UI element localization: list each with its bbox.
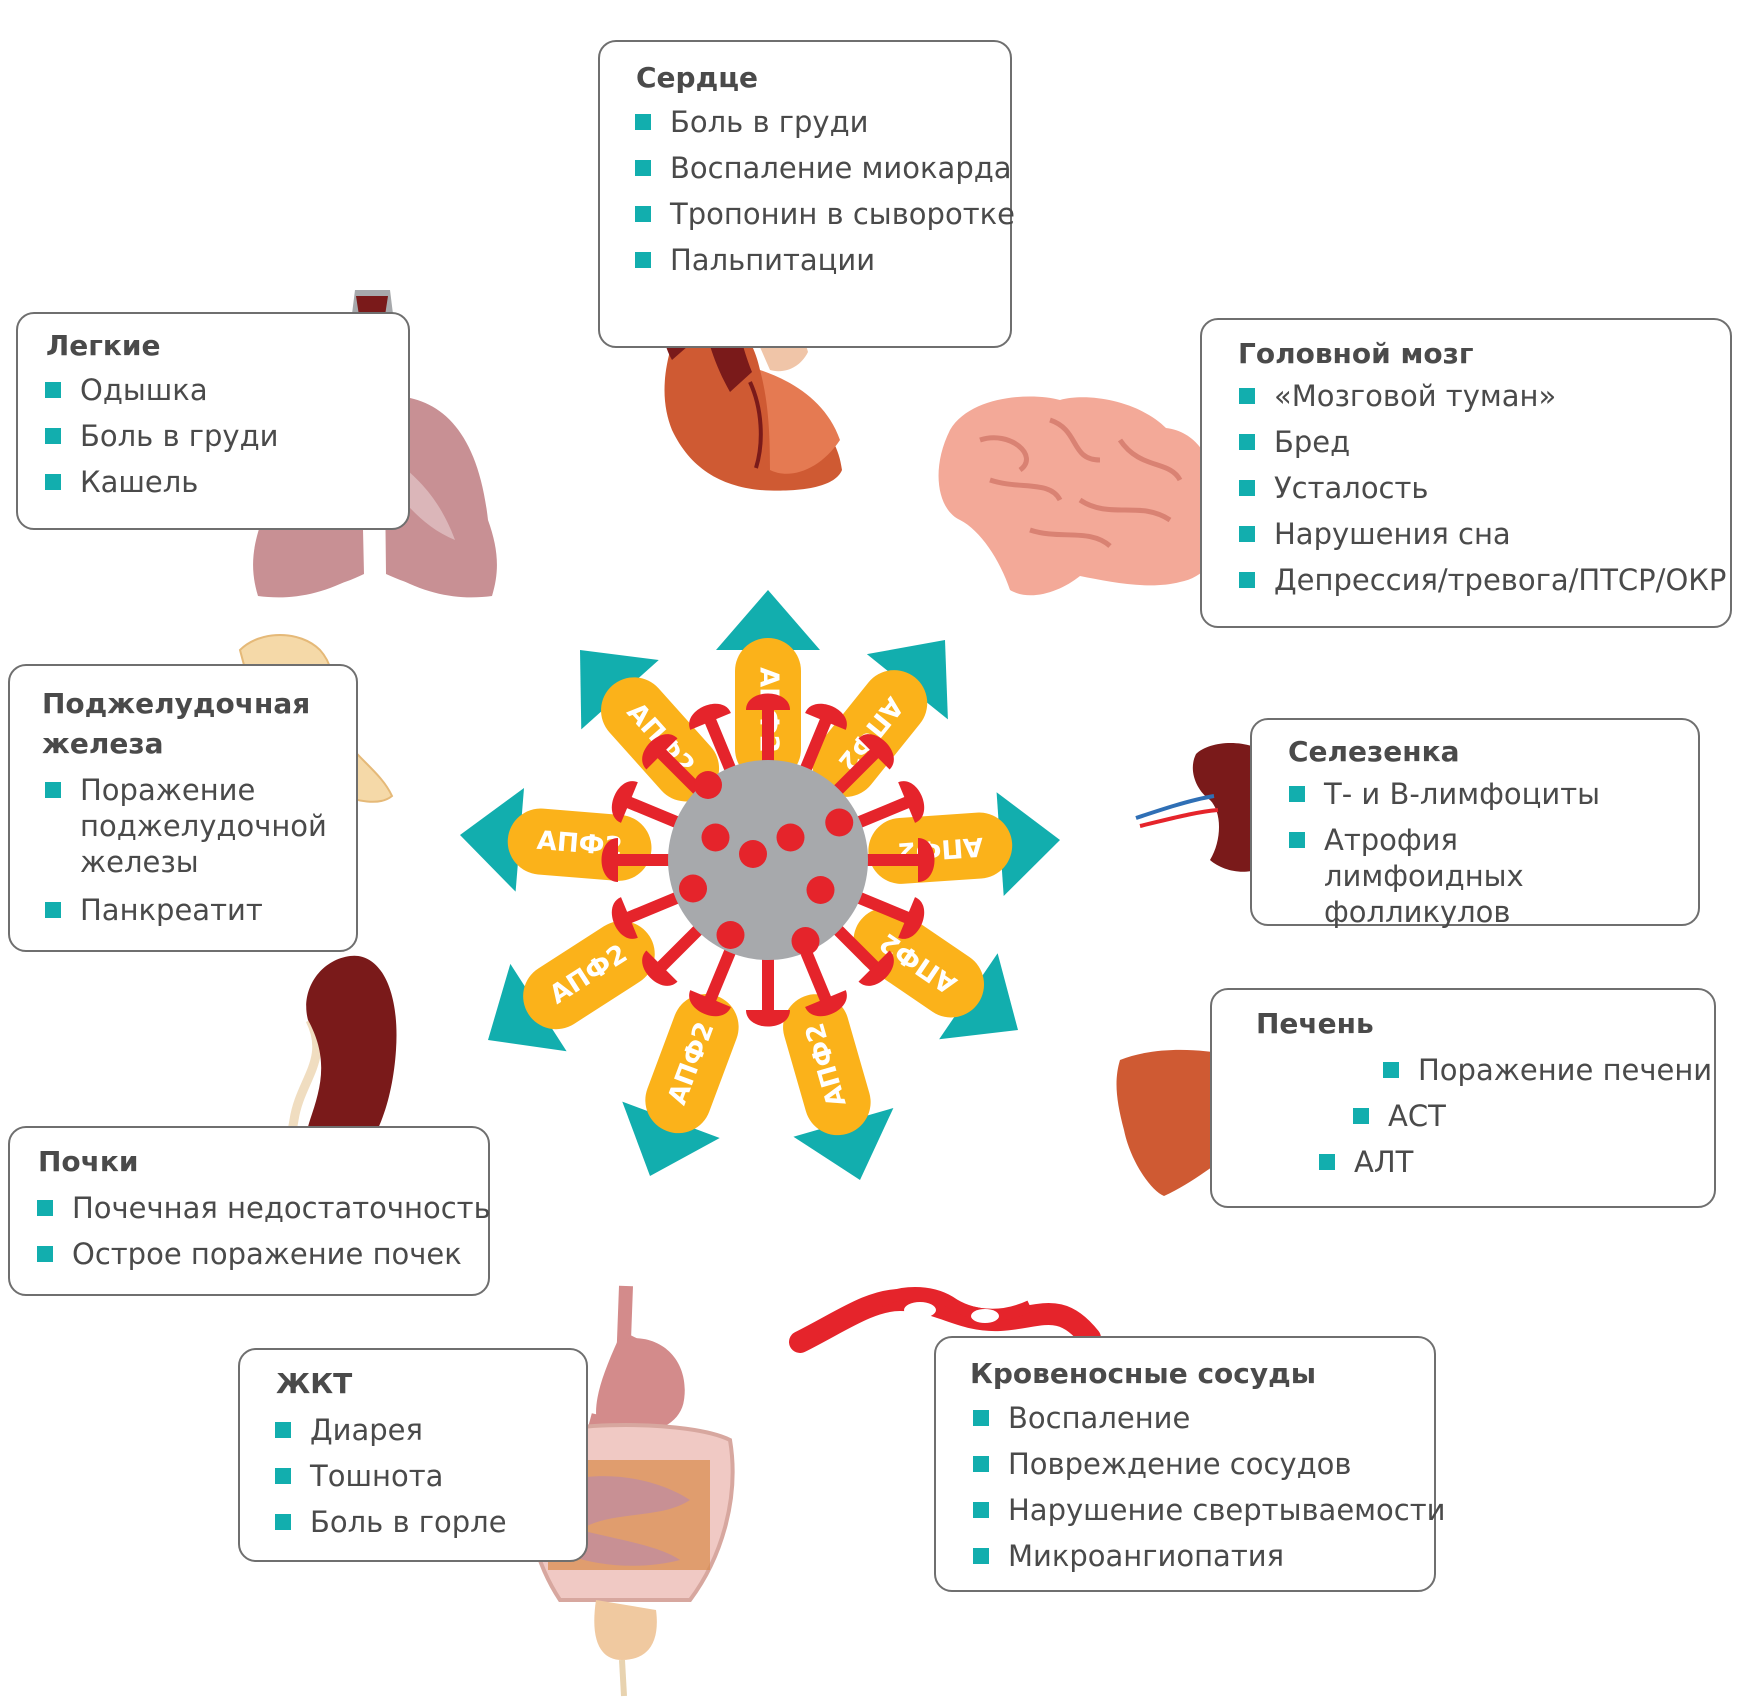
arrow-gi: АПФ2 [601,994,754,1195]
virus-spike [642,917,711,986]
brain-item-3: Усталость [1239,471,1429,505]
virus-dot [791,927,820,955]
spleen-title: Селезенка [1288,735,1460,768]
lungs-item-1: Одышка [45,373,208,407]
arrow-vessels: АПФ2 [766,994,910,1195]
brain-item-4: Нарушения сна [1239,517,1511,551]
virus-spike [847,781,925,832]
kidneys-item-2: Острое поражение почек [37,1237,462,1271]
blood-vessel-icon [789,1287,1101,1353]
virus-dot [739,840,767,868]
brain-item-2: Бред [1238,425,1351,459]
gi-title: ЖКТ [276,1367,353,1400]
liver-title: Печень [1256,1007,1374,1040]
pancreas-box: Поджелудочная железа Поражение поджелудо… [8,664,358,952]
arrow-liver: АПФ2 [853,898,1048,1074]
pancreas-item-1: Поражение поджелудочной железы [45,772,350,880]
brain-title: Головной мозг [1238,337,1474,370]
virus-spike [689,939,740,1017]
arrow-kidneys: АПФ2 [459,910,655,1084]
liver-box: Печень Поражение печени АСТ АЛТ [1210,988,1716,1208]
lungs-item-2: Боль в груди [45,419,279,453]
vessels-title: Кровеносные сосуды [970,1357,1317,1390]
virus-dot [694,771,722,799]
vessels-item-4: Микроангиопатия [972,1539,1285,1573]
virus-spike [856,838,935,882]
virus-spike [601,838,680,882]
brain-icon [938,396,1219,596]
lungs-title: Легкие [46,329,161,362]
spleen-item-1: Т- и В-лимфоциты [1289,777,1600,811]
gi-box: ЖКТ Диарея Тошнота Боль в горле [238,1348,588,1562]
arrow-spleen: АПФ2 [868,788,1064,903]
virus-spike [796,703,847,781]
spleen-box: Селезенка Т- и В-лимфоциты Атрофия лимфо… [1250,718,1700,929]
virus-spike [847,888,925,939]
kidney-icon [277,955,397,1189]
brain-item-1: «Мозговой туман» [1238,379,1557,413]
kidneys-box: Почки Почечная недостаточность Острое по… [8,1126,491,1296]
virus-dot [825,808,854,837]
spleen-item-2: Атрофия лимфоидных фолликулов [1289,822,1664,930]
virus-dot [679,874,707,903]
virus-spike [611,888,689,939]
brain-item-5: Депрессия/тревога/ПТСР/ОКР [1238,563,1727,597]
virus-spike [825,917,894,986]
virus-icon [601,693,935,1027]
ace2-pill: АПФ2 [507,808,652,881]
gi-item-2: Тошнота [274,1459,444,1493]
liver-item-2: АСТ [1353,1099,1446,1133]
vessels-box: Кровеносные сосуды Воспаление Повреждени… [934,1336,1445,1592]
ace2-pill: АПФ2 [783,994,871,1136]
kidneys-title: Почки [38,1145,139,1178]
virus-spike [689,703,740,781]
virus-spike [746,693,790,772]
virus-spike [746,948,790,1027]
heart-box: Сердце Боль в груди Воспаление миокарда … [598,40,1015,348]
heart-item-2: Воспаление миокарда [635,151,1012,185]
pancreas-item-2: Панкреатит [45,893,263,927]
pancreas-title: Поджелудочная железа [42,687,311,760]
ace2-pill: АПФ2 [645,994,739,1134]
gi-item-3: Боль в горле [275,1505,507,1539]
ace2-pill: АПФ2 [868,812,1013,884]
virus-dot [806,876,835,904]
virus-spike [611,781,689,832]
liver-item-3: АЛТ [1318,1145,1414,1179]
virus-dot [701,823,730,852]
vessels-item-1: Воспаление [972,1401,1191,1435]
vessels-item-3: Нарушение свертываемости [972,1493,1446,1527]
virus-dot [716,921,745,949]
heart-title: Сердце [636,61,758,94]
heart-item-4: Пальпитации [634,243,876,277]
lungs-item-3: Кашель [44,465,199,499]
liver-item-1: Поражение печени [1382,1053,1713,1087]
gi-item-1: Диарея [275,1413,423,1447]
heart-item-1: Боль в груди [635,105,869,139]
virus-spike [796,939,847,1017]
kidneys-item-1: Почечная недостаточность [37,1191,491,1225]
virus-spike [825,734,894,803]
lungs-box: Легкие Одышка Боль в груди Кашель [16,312,410,530]
vessels-item-2: Повреждение сосудов [972,1447,1352,1481]
virus-dot [776,823,805,852]
brain-box: Головной мозг «Мозговой туман» Бред Уста… [1200,318,1732,628]
heart-item-3: Тропонин в сыворотке [635,197,1015,231]
